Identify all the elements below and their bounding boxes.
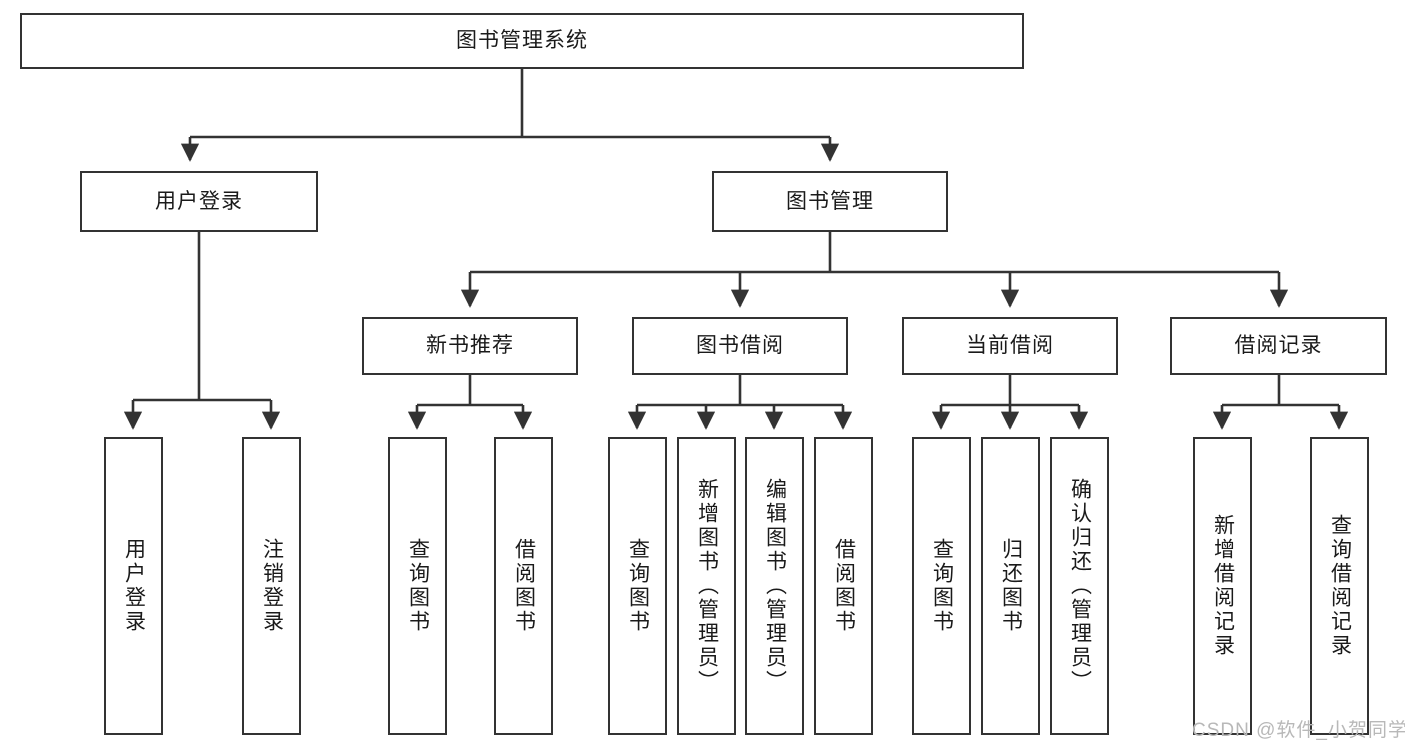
leaf-borrow-record-add[interactable]: 新增借阅记录 [1193,437,1252,735]
node-user-login[interactable]: 用户登录 [80,171,318,232]
leaf-book-borrow-borrow[interactable]: 借阅图书 [814,437,873,735]
leaf-label: 编辑图书（管理员） [763,478,787,694]
node-book-management-label: 图书管理 [786,189,874,213]
node-borrow-record-label: 借阅记录 [1234,334,1323,358]
leaf-new-book-query[interactable]: 查询图书 [388,437,447,735]
watermark-csdn: CSDN @软件_小贺同学 [1192,720,1405,741]
leaf-label: 用户登录 [122,538,146,634]
leaf-book-borrow-query[interactable]: 查询图书 [608,437,667,735]
node-root[interactable]: 图书管理系统 [20,13,1024,69]
node-borrow-record[interactable]: 借阅记录 [1170,317,1387,375]
leaf-user-login-login[interactable]: 用户登录 [104,437,163,735]
leaf-user-login-logout[interactable]: 注销登录 [242,437,301,735]
node-current-borrow-label: 当前借阅 [966,334,1054,358]
leaf-book-borrow-add[interactable]: 新增图书（管理员） [677,437,736,735]
node-user-login-label: 用户登录 [155,189,243,213]
leaf-label: 确认归还（管理员） [1068,478,1092,694]
node-root-label: 图书管理系统 [456,29,588,53]
leaf-borrow-record-query[interactable]: 查询借阅记录 [1310,437,1369,735]
leaf-label: 查询图书 [930,538,954,634]
leaf-label: 查询图书 [626,538,650,634]
leaf-label: 借阅图书 [512,538,536,634]
leaf-label: 查询图书 [406,538,430,634]
leaf-label: 借阅图书 [832,538,856,634]
node-book-borrow[interactable]: 图书借阅 [632,317,848,375]
leaf-new-book-borrow[interactable]: 借阅图书 [494,437,553,735]
leaf-label: 归还图书 [999,538,1023,634]
node-book-borrow-label: 图书借阅 [696,334,784,358]
leaf-label: 注销登录 [260,538,284,634]
node-new-book-recommend[interactable]: 新书推荐 [362,317,578,375]
node-book-management[interactable]: 图书管理 [712,171,948,232]
leaf-current-borrow-query[interactable]: 查询图书 [912,437,971,735]
leaf-current-borrow-confirm[interactable]: 确认归还（管理员） [1050,437,1109,735]
leaf-label: 新增图书（管理员） [695,478,719,694]
node-current-borrow[interactable]: 当前借阅 [902,317,1118,375]
leaf-current-borrow-return[interactable]: 归还图书 [981,437,1040,735]
leaf-label: 查询借阅记录 [1328,514,1352,658]
leaf-label: 新增借阅记录 [1211,514,1235,658]
leaf-book-borrow-edit[interactable]: 编辑图书（管理员） [745,437,804,735]
node-new-book-recommend-label: 新书推荐 [426,334,514,358]
